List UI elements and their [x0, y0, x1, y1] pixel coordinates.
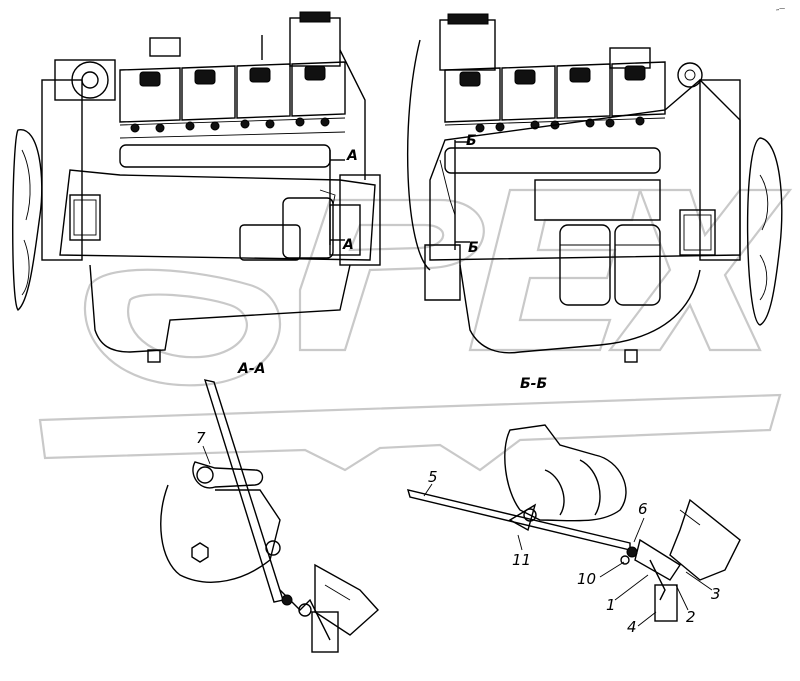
callout-10: 10 [577, 570, 596, 588]
cut-mark-b-top: Б [466, 133, 477, 149]
cut-mark-a-bottom: А [342, 237, 354, 253]
section-title-b: Б-Б [520, 376, 547, 392]
callout-2: 2 [686, 608, 696, 626]
leader-11 [517, 534, 523, 551]
leader-10 [599, 561, 625, 578]
leader-1 [614, 574, 649, 601]
detail-a-a [160, 379, 379, 653]
leader-2 [675, 584, 689, 611]
watermark [38, 188, 793, 472]
left-engine-view [12, 11, 381, 363]
leader-4 [637, 611, 657, 627]
cut-mark-b-bottom: Б [468, 240, 479, 256]
right-engine-view [406, 13, 783, 363]
detail-b-b [406, 424, 741, 622]
callout-4: 4 [627, 618, 637, 636]
cut-mark-a-top: А [346, 148, 358, 164]
section-title-a: А-А [237, 361, 265, 377]
leader-3 [685, 571, 713, 591]
callout-1: 1 [606, 596, 616, 614]
callout-11: 11 [512, 551, 531, 569]
callout-7: 7 [196, 429, 206, 447]
callout-3: 3 [711, 585, 721, 603]
callout-6: 6 [638, 500, 648, 518]
corner-mark: „— [776, 5, 785, 12]
leader-5 [423, 483, 433, 497]
leader-7 [202, 445, 211, 465]
leader-6 [633, 517, 645, 543]
callout-5: 5 [428, 468, 438, 486]
